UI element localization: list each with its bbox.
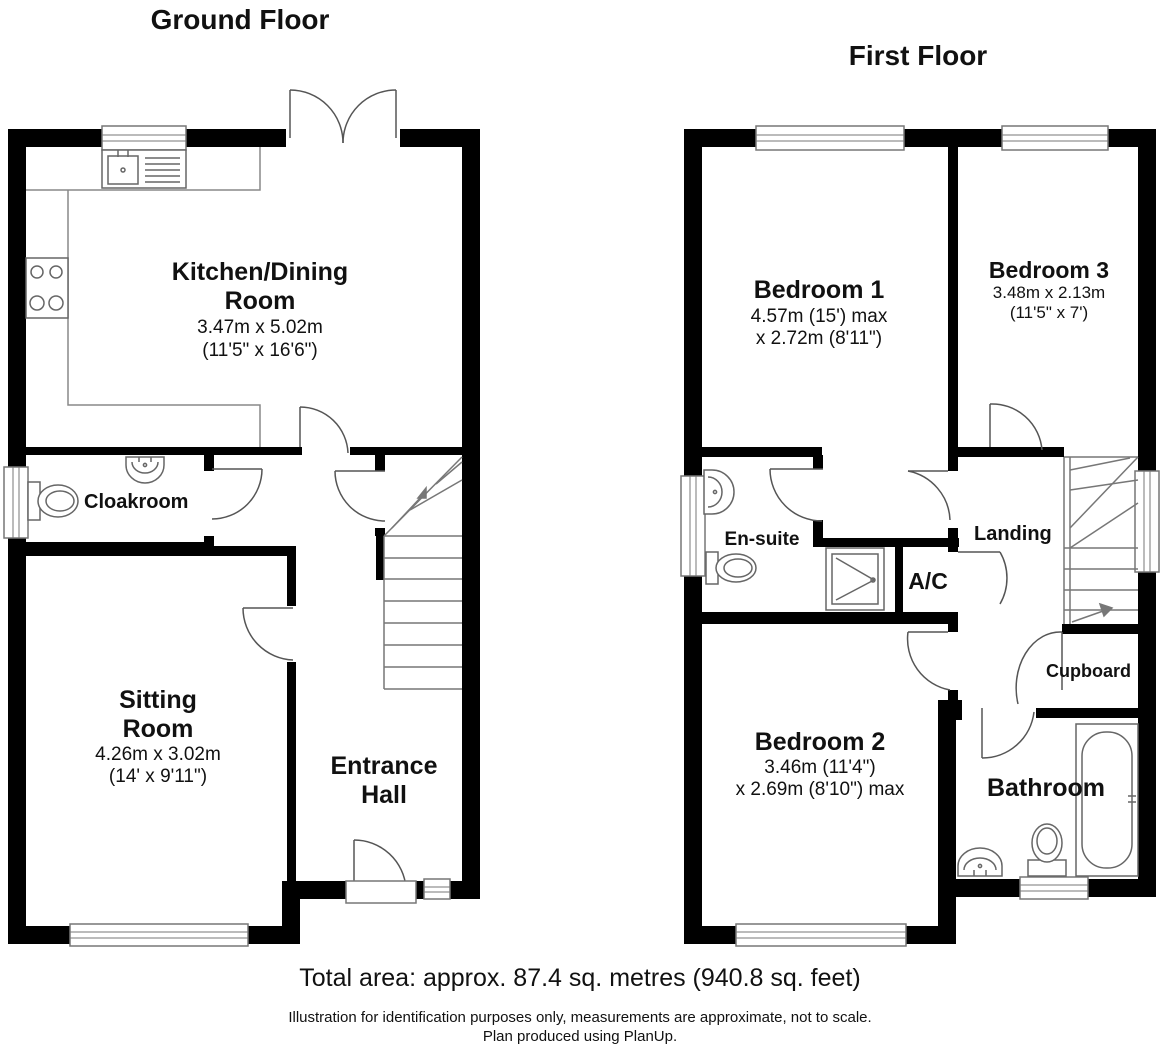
cloakroom-window-icon: [3, 466, 29, 539]
bedroom1-dim-line2: x 2.72m (8'11"): [756, 328, 882, 349]
cupboard-name: Cupboard: [1046, 661, 1131, 681]
sink-icon: [101, 149, 187, 189]
ground-door-swings-icon: [211, 406, 407, 889]
first-staircase-icon: [1063, 456, 1139, 624]
shower-icon: [825, 547, 885, 611]
front-door-threshold: [345, 880, 417, 904]
ensuite-basin-icon: [703, 469, 735, 515]
bedroom3-dim-line1: 3.48m x 2.13m: [993, 283, 1105, 302]
hall-window-icon: [423, 878, 451, 900]
bedroom3-dim-line2: (11'5" x 7'): [1010, 303, 1088, 322]
ground-interior-walls: [26, 447, 462, 888]
bedroom1-window-icon: [755, 125, 905, 151]
ensuite-name: En-suite: [725, 529, 800, 550]
cloakroom-name: Cloakroom: [84, 491, 188, 513]
kitchen-room-dim-metric: 3.47m x 5.02m: [197, 317, 323, 338]
cupboard-label-mask: [1138, 634, 1156, 708]
landing-name: Landing: [974, 523, 1052, 545]
cloakroom-toilet-icon: [27, 481, 79, 521]
kitchen-window-icon: [101, 125, 187, 151]
staircase-icon: [383, 456, 463, 690]
first-door-swings-icon: [769, 403, 1063, 759]
entrance-hall-name-line2: Hall: [361, 781, 407, 809]
sitting-room-name-line1: Sitting: [119, 686, 197, 714]
bedroom3-window-icon: [1001, 125, 1109, 151]
ground-floor-title: Ground Floor: [151, 4, 330, 35]
kitchen-room-dim-imperial: (11'5" x 16'6"): [202, 340, 317, 361]
bedroom2-name: Bedroom 2: [755, 728, 886, 756]
ensuite-window-icon: [680, 475, 706, 577]
bedroom3-name: Bedroom 3: [989, 257, 1109, 283]
entrance-hall-name-line1: Entrance: [331, 752, 438, 780]
total-area: Total area: approx. 87.4 sq. metres (940…: [299, 964, 861, 992]
cloakroom-basin-icon: [125, 456, 165, 484]
landing-window-icon: [1134, 470, 1160, 573]
ground-floor-plan: Kitchen/Dining Room 3.47m x 5.02m (11'5"…: [3, 89, 480, 947]
french-doors-door-swing-icon: [286, 89, 400, 145]
ac-cupboard-name: A/C: [908, 568, 948, 594]
sitting-room-dim-imperial: (14' x 9'11"): [109, 766, 207, 787]
disclaimer-line1: Illustration for identification purposes…: [288, 1009, 872, 1026]
bedroom1-name: Bedroom 1: [754, 276, 885, 304]
bathroom-window-icon: [1019, 876, 1089, 900]
bedroom2-dim-line1: 3.46m (11'4"): [764, 757, 875, 778]
first-floor-plan: Bedroom 1 4.57m (15') max x 2.72m (8'11"…: [680, 125, 1160, 947]
hob-icon: [25, 257, 69, 319]
bathroom-basin-icon: [957, 847, 1003, 877]
first-floor-title: First Floor: [849, 40, 988, 71]
bathroom-toilet-icon: [1027, 823, 1067, 877]
kitchen-room-name-line2: Room: [225, 287, 296, 315]
first-interior-walls: [702, 147, 1156, 879]
bathroom-name: Bathroom: [987, 774, 1105, 802]
bedroom1-dim-line1: 4.57m (15') max: [751, 306, 888, 327]
ensuite-toilet-icon: [705, 551, 757, 585]
sitting-room-dim-metric: 4.26m x 3.02m: [95, 744, 221, 765]
disclaimer-line2: Plan produced using PlanUp.: [482, 1028, 678, 1045]
sitting-room-name-line2: Room: [123, 715, 194, 743]
kitchen-room-name-line1: Kitchen/Dining: [172, 258, 348, 286]
sitting-room-window-icon: [69, 923, 249, 947]
first-outer-walls: [684, 129, 1156, 944]
bedroom2-window-icon: [735, 923, 907, 947]
bath-icon: [1075, 723, 1139, 877]
bedroom2-dim-line2: x 2.69m (8'10") max: [736, 779, 905, 800]
